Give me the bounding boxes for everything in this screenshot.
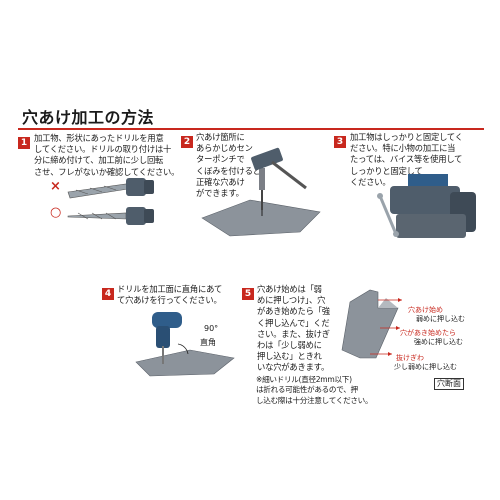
workpiece-plate-icon bbox=[135, 349, 235, 377]
start-label: 穴あけ始め bbox=[408, 306, 443, 314]
end-label: 抜けぎわ bbox=[396, 354, 424, 362]
step-4-drill-illustration bbox=[135, 312, 235, 377]
step-2-centerpunch-illustration bbox=[201, 147, 321, 237]
title-underline bbox=[18, 128, 484, 130]
start-sub-label: 弱めに押し込む bbox=[416, 315, 465, 323]
step-4-number: 4 bbox=[102, 288, 114, 300]
step-1-drill-illustration bbox=[67, 178, 154, 225]
end-sub-label: 少し弱めに押し込む bbox=[394, 363, 457, 371]
step-5-hole-section-illustration bbox=[341, 289, 402, 359]
power-drill-icon bbox=[152, 312, 182, 364]
step-1-wrong-mark: × bbox=[50, 179, 61, 194]
workpiece-plate-icon bbox=[201, 199, 321, 237]
step-1-number: 1 bbox=[18, 137, 30, 149]
bench-vise-icon bbox=[377, 174, 476, 238]
wobbling-drill-icon bbox=[67, 178, 154, 199]
step-1-text: 加工物、形状にあったドリルを用意 してください。ドリルの取り付けは十 分に締め付… bbox=[34, 133, 180, 177]
section-label: 穴断面 bbox=[434, 378, 464, 390]
mid-label: 穴があき始めたら bbox=[400, 329, 456, 337]
angle-90-label: 90° bbox=[204, 324, 219, 333]
step-5-text: 穴あけ始めは「弱 めに押しつけ」、穴 があき始めたら「強 く押し込んで」くだ さ… bbox=[257, 284, 330, 373]
step-2-text: 穴あけ箇所に あらかじめセン ターポンチで くぼみを付けると、 正確な穴あけ が… bbox=[196, 132, 269, 199]
step-3-text: 加工物はしっかりと固定してく ださい。特に小物の加工に当 たっては、バイス等を使… bbox=[350, 132, 463, 187]
step-2-number: 2 bbox=[181, 136, 193, 148]
step-5-note: ※細いドリル(直径2mm以下) は折れる可能性があるので、押 し込む際は十分注意… bbox=[256, 375, 373, 405]
hammer-icon bbox=[251, 147, 307, 190]
step-3-number: 3 bbox=[334, 136, 346, 148]
center-punch-icon bbox=[259, 164, 265, 210]
mid-sub-label: 強めに押し込む bbox=[414, 338, 463, 346]
step-1-right-mark: ○ bbox=[50, 205, 62, 220]
page-title: 穴あけ加工の方法 bbox=[22, 108, 155, 127]
step-3-vise-illustration bbox=[377, 174, 476, 238]
step-4-text: ドリルを加工面に直角にあて て穴あけを行ってください。 bbox=[117, 284, 223, 306]
step-5-number: 5 bbox=[242, 288, 254, 300]
straight-drill-icon bbox=[67, 207, 154, 225]
angle-caption: 直角 bbox=[200, 338, 216, 347]
